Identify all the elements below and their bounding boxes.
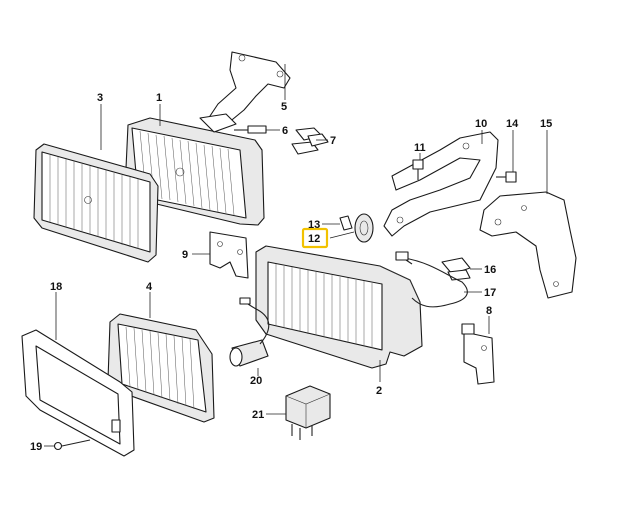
callout-11[interactable]: 11 — [414, 142, 426, 154]
part-20-bulb[interactable] — [229, 297, 270, 367]
part-12-bulb-socket[interactable] — [354, 213, 374, 243]
callout-16[interactable]: 16 — [484, 264, 496, 276]
part-19-screw[interactable] — [53, 439, 91, 451]
callout-4[interactable]: 4 — [146, 281, 153, 293]
callout-8[interactable]: 8 — [486, 305, 492, 317]
callout-17[interactable]: 17 — [484, 287, 496, 299]
part-6-screw[interactable] — [234, 125, 267, 134]
callout-9[interactable]: 9 — [182, 249, 188, 261]
part-13-clip[interactable] — [339, 215, 353, 231]
callout-6[interactable]: 6 — [282, 125, 288, 137]
part-3-lens[interactable] — [33, 143, 159, 263]
leader-lines — [44, 64, 548, 447]
callout-2[interactable]: 2 — [376, 385, 382, 397]
callout-20[interactable]: 20 — [250, 375, 262, 387]
callout-7[interactable]: 7 — [330, 135, 336, 147]
callout-10[interactable]: 10 — [475, 118, 487, 130]
callout-13[interactable]: 13 — [308, 219, 320, 231]
part-15-bracket[interactable] — [479, 191, 577, 299]
part-4-reflector[interactable] — [107, 313, 215, 423]
callout-21[interactable]: 21 — [252, 409, 264, 421]
part-14-bolt[interactable] — [496, 171, 517, 183]
part-7-clips[interactable] — [291, 127, 329, 155]
part-2-fog-lamp[interactable] — [255, 245, 423, 369]
callout-15[interactable]: 15 — [540, 118, 552, 130]
part-8-bracket[interactable] — [461, 323, 495, 385]
callout-5[interactable]: 5 — [281, 101, 287, 113]
part-16-connector[interactable] — [441, 257, 471, 281]
callout-14[interactable]: 14 — [506, 118, 519, 130]
part-10-bracket[interactable] — [383, 131, 499, 237]
callout-12[interactable]: 12 — [308, 233, 320, 245]
part-17-wiring[interactable] — [395, 251, 468, 308]
callout-18[interactable]: 18 — [50, 281, 62, 293]
highlight-box — [301, 227, 329, 249]
callout-labels: 1 2 3 4 5 6 7 8 9 10 11 12 13 14 15 16 1… — [30, 92, 552, 453]
callout-1[interactable]: 1 — [156, 92, 162, 104]
part-9-bracket[interactable] — [209, 231, 249, 279]
part-21-relay[interactable] — [285, 385, 331, 440]
callout-3[interactable]: 3 — [97, 92, 103, 104]
part-5-bracket[interactable] — [199, 51, 291, 133]
callout-19[interactable]: 19 — [30, 441, 42, 453]
part-11-bolt[interactable] — [412, 159, 424, 180]
part-18-trim-frame[interactable] — [21, 329, 135, 457]
